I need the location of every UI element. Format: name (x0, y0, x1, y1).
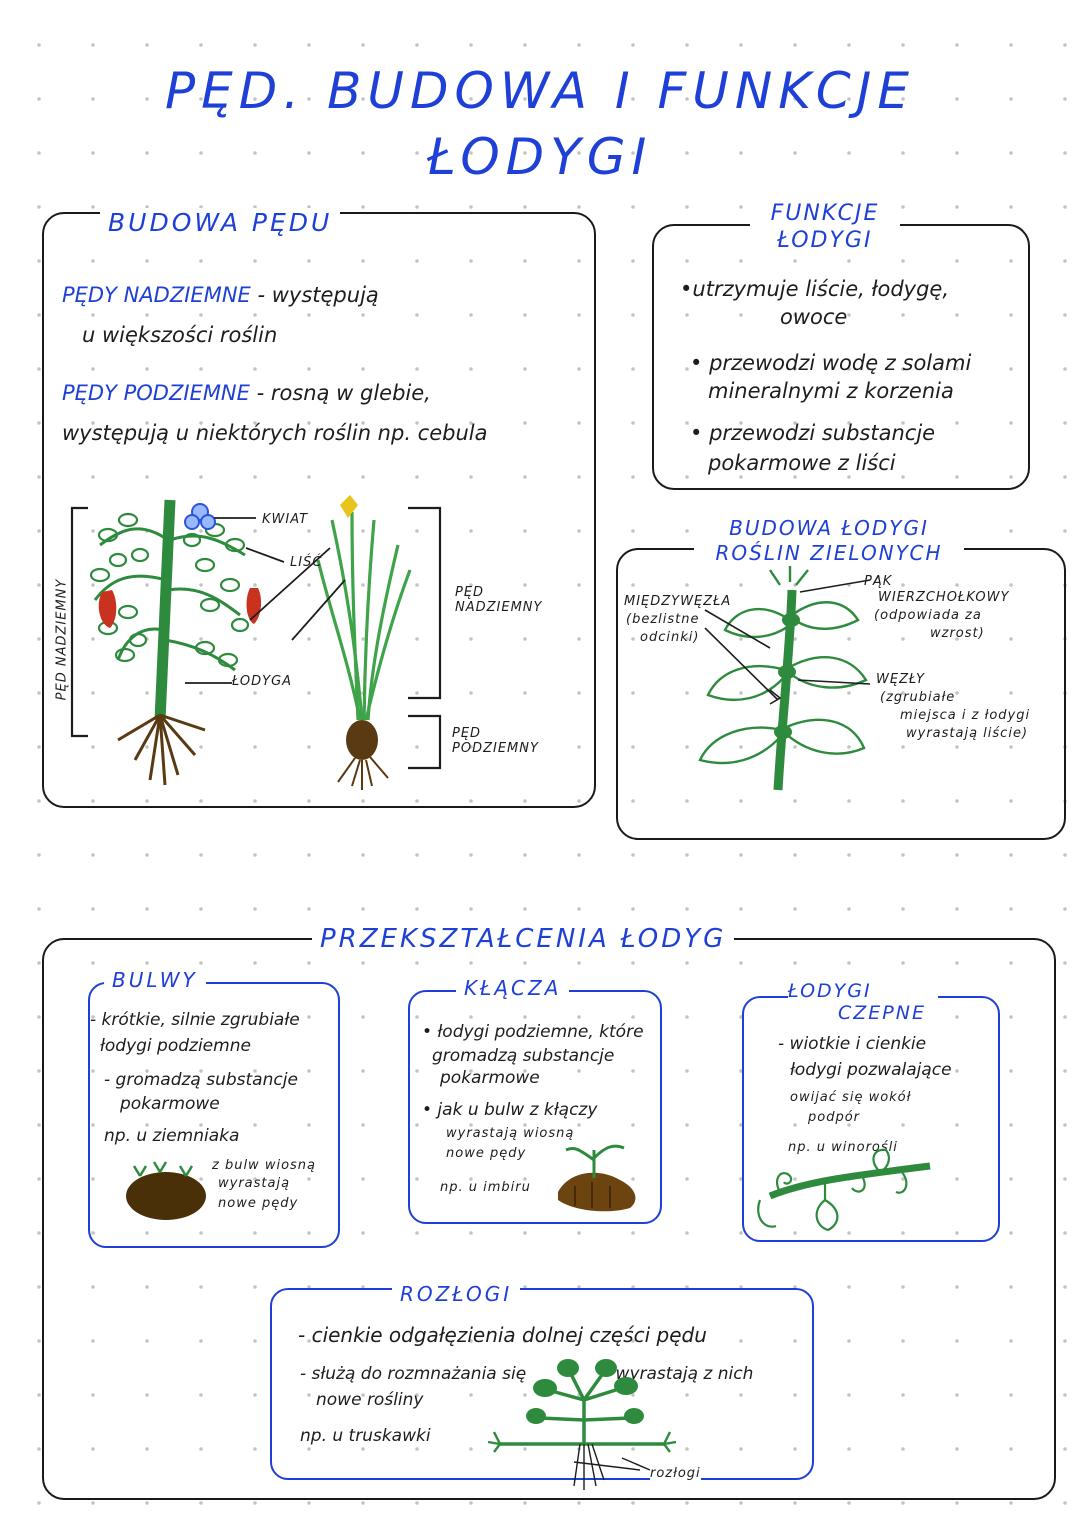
bulwy-l1: - krótkie, silnie zgrubiałe (90, 1010, 300, 1030)
label-wezly1: (zgrubiałe (880, 690, 956, 705)
bulwy-n1: z bulw wiosną (212, 1158, 316, 1173)
label-ped-nadziemny: PĘD NADZIEMNY (455, 585, 543, 615)
budowa-lodygi-heading-line2: ROŚLIN ZIELONYCH (715, 541, 943, 565)
label-lodyga: ŁODYGA (232, 674, 293, 689)
ped-nadziemne-line2: u większości roślin (82, 323, 278, 347)
klacza-heading: KŁĄCZA (456, 976, 570, 1000)
ped-nadziemne-desc: - występują (257, 283, 379, 307)
rozlogi-l1: - cienkie odgałęzienia dolnej części pęd… (298, 1323, 707, 1347)
label-miedzywezla-note2: odcinki) (640, 630, 700, 645)
ped-nadziemne-term: PĘDY NADZIEMNE (62, 283, 251, 307)
funkcje-item3a: • przewodzi substancje (690, 421, 936, 445)
funkcje-heading-line1: FUNKCJE (770, 201, 880, 226)
funkcje-item3b: pokarmowe z liści (708, 451, 896, 475)
czepne-heading-line2: CZEPNE (838, 1002, 926, 1024)
label-wezly: WĘZŁY (876, 672, 925, 687)
klacza-l5: wyrastają wiosną (446, 1126, 575, 1141)
budowa-pedu-heading: BUDOWA PĘDU (100, 208, 341, 237)
funkcje-item2b: mineralnymi z korzenia (708, 379, 954, 403)
rozlogi-l4: np. u truskawki (300, 1426, 431, 1446)
rozlogi-l2: - służą do rozmnażania się (300, 1364, 527, 1384)
label-miedzywezla: MIĘDZYWĘZŁA (624, 594, 732, 609)
klacza-l4: • jak u bulw z kłączy (422, 1100, 598, 1120)
budowa-lodygi-heading: BUDOWA ŁODYGI ROŚLIN ZIELONYCH (694, 516, 964, 566)
przeksztalcenia-heading: PRZEKSZTAŁCENIA ŁODYG (312, 924, 735, 954)
klacza-l1: • łodygi podziemne, które (422, 1022, 644, 1042)
rozlogi-box (270, 1288, 814, 1480)
page-title-line1: PĘD. BUDOWA I FUNKCJE (165, 62, 915, 120)
czepne-l3: owijać się wokół (790, 1090, 912, 1105)
rozlogi-heading: ROZŁOGI (392, 1282, 521, 1306)
label-pak2: WIERZCHOŁKOWY (878, 590, 1010, 605)
funkcje-heading: FUNKCJE ŁODYGI (750, 200, 900, 254)
ped-podziemne-term: PĘDY PODZIEMNE (62, 381, 250, 405)
funkcje-heading-line2: ŁODYGI (777, 228, 873, 253)
ped-podziemne-line2: występują u niektórych roślin np. cebula (62, 421, 488, 445)
czepne-l2: łodygi pozwalające (790, 1060, 952, 1080)
label-pak1: PĄK (864, 574, 893, 589)
bulwy-n3: nowe pędy (218, 1196, 299, 1211)
klacza-l3: pokarmowe (440, 1068, 540, 1088)
label-ped-podziemny: PĘD PODZIEMNY (452, 726, 539, 756)
klacza-l6: nowe pędy (446, 1146, 527, 1161)
bulwy-l4: pokarmowe (120, 1094, 220, 1114)
czepne-heading: ŁODYGI CZEPNE (788, 980, 938, 1024)
rozlogi-l2b: - wyrastają z nich (604, 1364, 754, 1384)
bulwy-l2: łodygi podziemne (100, 1036, 251, 1056)
funkcje-item1b: owoce (780, 305, 848, 329)
ped-podziemne-desc: - rosną w glebie, (256, 381, 431, 405)
funkcje-item3a-text: przewodzi substancje (709, 421, 936, 445)
budowa-lodygi-heading-line1: BUDOWA ŁODYGI (729, 516, 929, 540)
label-lisc: LIŚĆ (290, 555, 323, 570)
funkcje-item1a: •utrzymuje liście, łodygę, (680, 277, 950, 301)
label-miedzywezla-note1: (bezlistne (626, 612, 700, 627)
ped-nadziemne-line: PĘDY NADZIEMNE - występują (62, 282, 379, 309)
czepne-l5: np. u winorośli (788, 1140, 898, 1155)
bulwy-heading: BULWY (104, 968, 206, 992)
bulwy-l3: - gromadzą substancje (104, 1070, 298, 1090)
klacza-l2: gromadzą substancje (432, 1046, 615, 1066)
label-wezly2: miejsca i z łodygi (900, 708, 1031, 723)
czepne-l4: podpór (808, 1110, 861, 1125)
bulwy-l5: np. u ziemniaka (104, 1126, 240, 1146)
page-title-line2: ŁODYGI (427, 128, 653, 186)
label-wezly3: wyrastają liście) (906, 726, 1029, 741)
rozlogi-l3: nowe rośliny (316, 1390, 424, 1410)
rozlogi-label: rozłogi (650, 1466, 701, 1481)
czepne-heading-line1: ŁODYGI (788, 980, 872, 1002)
bulwy-box (88, 982, 340, 1248)
label-kwiat: KWIAT (262, 512, 309, 527)
funkcje-item2a: • przewodzi wodę z solami (690, 351, 972, 375)
funkcje-item2a-text: przewodzi wodę z solami (709, 351, 972, 375)
czepne-l1: - wiotkie i cienkie (778, 1034, 927, 1054)
bulwy-n2: wyrastają (218, 1176, 291, 1191)
label-pak3: (odpowiada za (874, 608, 982, 623)
label-pak4: wzrost) (930, 626, 985, 641)
ped-podziemne-line: PĘDY PODZIEMNE - rosną w glebie, (62, 380, 431, 407)
klacza-l7: np. u imbiru (440, 1180, 531, 1195)
